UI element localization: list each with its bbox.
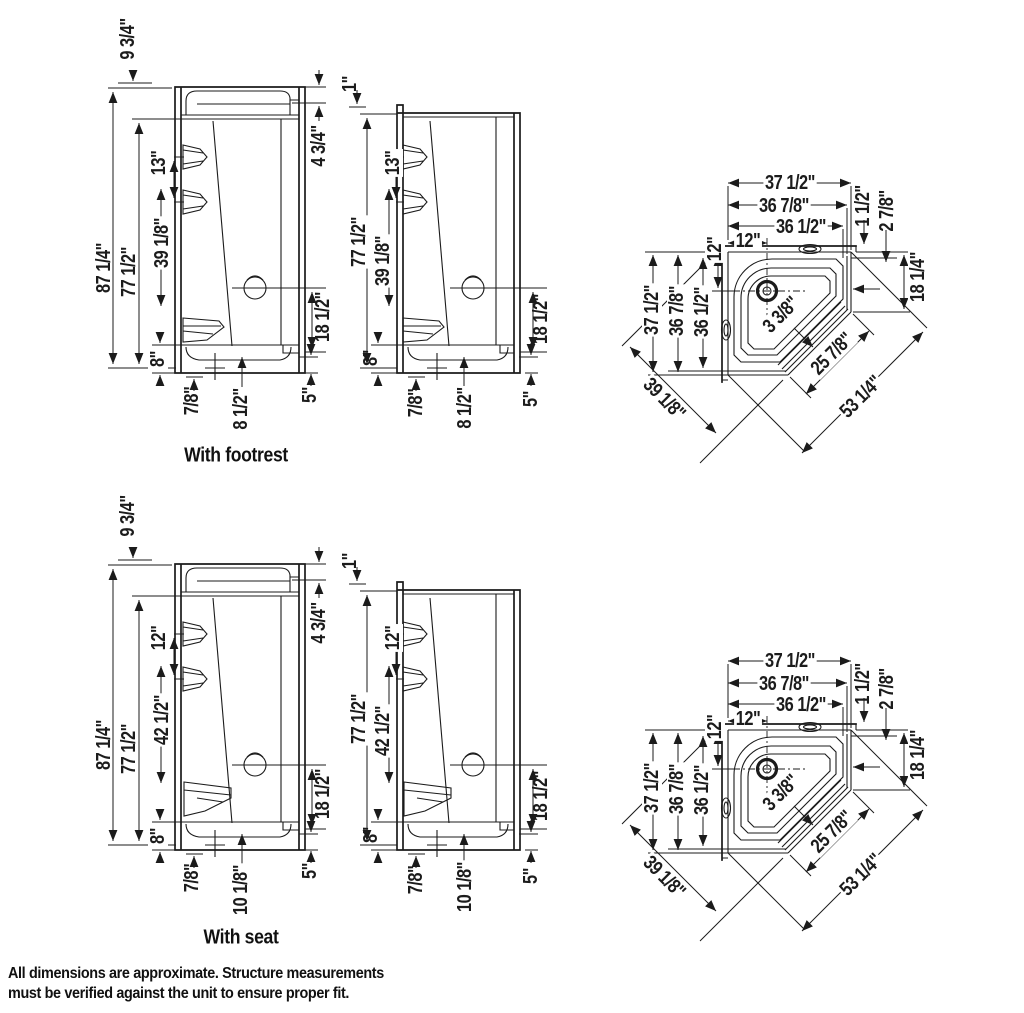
dim-cap-height: 4 3/4" — [308, 125, 330, 167]
dim-base-lip: 7/8" — [181, 386, 203, 416]
dim-depth-overall: 37 1/2" — [641, 283, 663, 337]
dim-valve-height: 18 1/2" — [312, 292, 334, 342]
dim-base-height: 8" — [360, 350, 382, 366]
dim-width-overall: 37 1/2" — [763, 172, 817, 194]
dim-glass-offset: 2 7/8" — [876, 190, 898, 232]
dim-cap-height: 4 3/4" — [308, 602, 330, 644]
dim-wall-to-door: 18 1/4" — [907, 728, 929, 782]
dim-jet-to-rest: 39 1/8" — [372, 234, 394, 288]
dim-width-inner: 36 1/2" — [774, 216, 828, 238]
dim-base-lip: 7/8" — [405, 388, 427, 418]
dim-jet-to-rest: 39 1/8" — [151, 216, 173, 270]
dim-jet-to-rest: 42 1/2" — [151, 693, 173, 747]
dim-base-lip: 7/8" — [405, 865, 427, 895]
dim-basin-depth: 10 1/8" — [230, 863, 252, 917]
dim-wall-lip: 1 1/2" — [852, 663, 874, 705]
dim-width-mid: 36 7/8" — [757, 195, 811, 217]
caption-with-footrest: With footrest — [184, 444, 288, 467]
dim-depth-mid: 36 7/8" — [666, 762, 688, 816]
dim-shell-height: 77 1/2" — [118, 724, 140, 774]
dim-drain-from-wall: 12" — [734, 708, 762, 730]
caption-with-seat: With seat — [203, 926, 279, 949]
dim-wall-lip: 1 1/2" — [852, 185, 874, 227]
dim-top-lip: 1" — [339, 553, 361, 569]
dim-width-inner: 36 1/2" — [774, 694, 828, 716]
dim-valve-height: 18 1/2" — [530, 294, 552, 344]
dim-depth-inner: 36 1/2" — [691, 763, 713, 817]
dim-base-height: 8" — [360, 827, 382, 843]
dim-top-lip: 1" — [339, 76, 361, 92]
dim-base-height: 8" — [147, 826, 169, 846]
dim-width-mid: 36 7/8" — [757, 673, 811, 695]
side-view-enclosed-footrest — [108, 70, 326, 394]
dim-shell-height: 77 1/2" — [348, 215, 370, 269]
dim-glass-offset: 2 7/8" — [876, 668, 898, 710]
dim-basin-depth: 8 1/2" — [230, 386, 252, 432]
dim-jet-spacing: 12" — [382, 624, 404, 652]
dim-basin-depth: 8 1/2" — [454, 385, 476, 431]
dim-valve-height: 18 1/2" — [312, 769, 334, 819]
dim-basin-depth: 10 1/8" — [454, 860, 476, 914]
dim-roof-depth: 9 3/4" — [117, 495, 139, 537]
dim-overall-height: 87 1/4" — [93, 720, 115, 770]
dim-base-height: 8" — [147, 349, 169, 369]
dim-apron-height: 5" — [520, 868, 542, 884]
dim-drain-side: 12" — [704, 235, 726, 263]
dim-apron-height: 5" — [299, 387, 321, 403]
dim-drain-from-wall: 12" — [734, 230, 762, 252]
dim-shell-height: 77 1/2" — [118, 247, 140, 297]
dim-overall-height: 87 1/4" — [93, 243, 115, 293]
dim-width-overall: 37 1/2" — [763, 650, 817, 672]
dim-depth-mid: 36 7/8" — [666, 284, 688, 338]
dim-apron-height: 5" — [299, 863, 321, 879]
disclaimer-line-2: must be verified against the unit to ens… — [8, 985, 350, 1002]
dim-jet-spacing: 13" — [148, 149, 170, 177]
dim-jet-spacing: 13" — [382, 149, 404, 177]
dim-drain-side: 12" — [704, 713, 726, 741]
dim-roof-depth: 9 3/4" — [117, 18, 139, 60]
side-view-enclosed-seat — [108, 547, 326, 871]
disclaimer-line-1: All dimensions are approximate. Structur… — [8, 965, 384, 982]
dim-depth-inner: 36 1/2" — [691, 285, 713, 339]
dim-wall-to-door: 18 1/4" — [907, 250, 929, 304]
dim-base-lip: 7/8" — [181, 863, 203, 893]
dim-shell-height: 77 1/2" — [348, 692, 370, 746]
dim-jet-spacing: 12" — [148, 624, 170, 652]
dim-depth-overall: 37 1/2" — [641, 761, 663, 815]
dim-valve-height: 18 1/2" — [530, 771, 552, 821]
dim-jet-to-rest: 42 1/2" — [372, 704, 394, 758]
dim-apron-height: 5" — [520, 391, 542, 407]
